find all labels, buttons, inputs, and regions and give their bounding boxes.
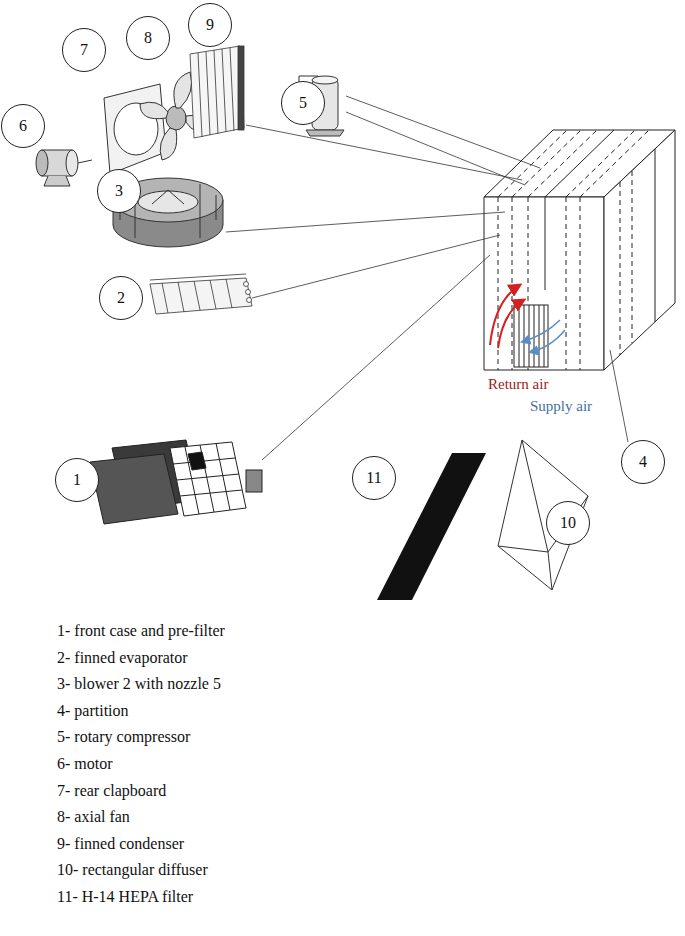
housing-box (484, 130, 675, 370)
key-item: 1- front case and pre-filter (55, 622, 227, 640)
callout-circle: 3 (97, 169, 141, 213)
partition-lines (498, 130, 649, 370)
callout-number: 6 (19, 118, 27, 134)
callout-number: 1 (73, 472, 81, 488)
callout-circle: 7 (62, 28, 106, 72)
callout-circle: 11 (352, 456, 396, 500)
callout-circle: 4 (621, 440, 665, 484)
key-item: 10- rectangular diffuser (55, 861, 210, 879)
flow-label: Return air (486, 376, 550, 393)
key-item: 4- partition (55, 702, 131, 720)
callout-number: 3 (115, 183, 123, 199)
rear-clapboard (104, 84, 166, 174)
key-item: 3- blower 2 with nozzle 5 (55, 675, 223, 693)
callout-number: 2 (117, 290, 125, 306)
key-item: 5- rotary compressor (55, 728, 192, 746)
key-item: 7- rear clapboard (55, 782, 168, 800)
key-item: 2- finned evaporator (55, 649, 190, 667)
callout-circle: 10 (546, 501, 590, 545)
front-case-prefilter (90, 440, 262, 524)
finned-evaporator (150, 274, 252, 314)
callout-circle: 9 (188, 3, 232, 47)
key-item: 8- axial fan (55, 808, 132, 826)
flow-label: Supply air (528, 398, 594, 415)
callout-number: 5 (299, 95, 307, 111)
supply-air-arrow (522, 320, 565, 352)
leader-lines (226, 96, 628, 460)
key-item: 11- H-14 HEPA filter (55, 888, 195, 906)
callout-number: 7 (80, 42, 88, 58)
finned-condenser (190, 46, 244, 138)
callout-number: 8 (144, 30, 152, 46)
callout-circle: 6 (1, 104, 45, 148)
callout-circle: 2 (99, 276, 143, 320)
motor (36, 150, 92, 186)
key-item: 6- motor (55, 755, 115, 773)
callout-circle: 1 (55, 458, 99, 502)
callout-number: 11 (366, 470, 381, 486)
partition-solid (545, 130, 655, 322)
callout-number: 10 (560, 515, 576, 531)
return-air-arrow (490, 285, 524, 348)
callout-number: 4 (639, 454, 647, 470)
key-item: 9- finned condenser (55, 835, 186, 853)
callout-number: 9 (206, 17, 214, 33)
supply-grille (514, 305, 548, 367)
rectangular-diffuser (498, 440, 588, 590)
callout-circle: 5 (281, 81, 325, 125)
callout-circle: 8 (126, 16, 170, 60)
